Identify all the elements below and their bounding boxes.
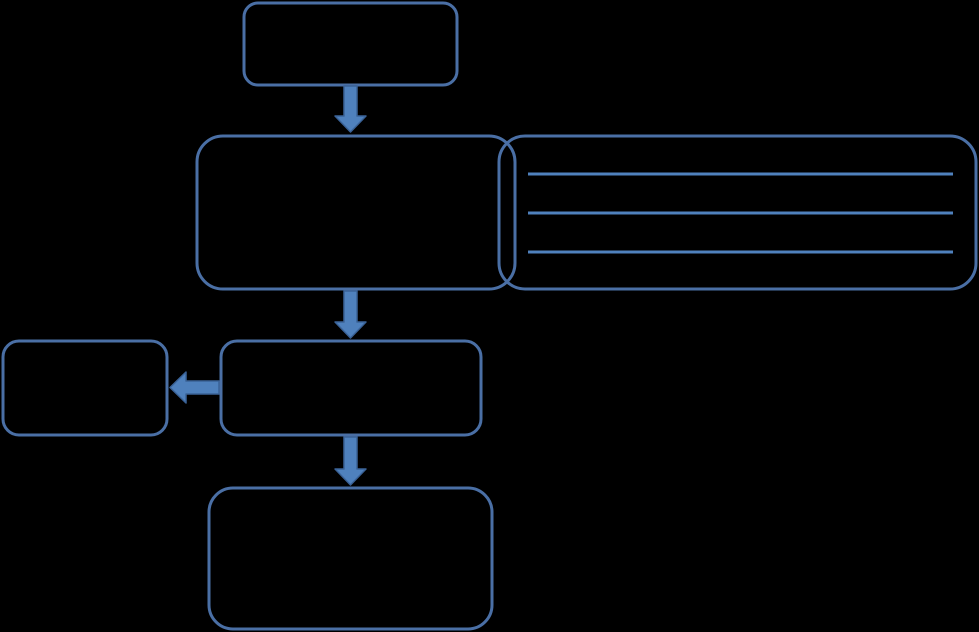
arrow-step-2-to-step-3: [334, 290, 367, 339]
arrow-step-3-to-side-output: [169, 371, 220, 404]
node-start: [242, 1, 459, 87]
node-side-output: [1, 339, 169, 437]
arrow-step-3-to-end: [334, 436, 367, 486]
node-step-2-details: [497, 134, 978, 291]
node-step-3: [219, 339, 483, 437]
node-end: [207, 486, 494, 631]
arrow-start-to-step-2: [334, 85, 367, 133]
node-step-2: [195, 134, 517, 291]
